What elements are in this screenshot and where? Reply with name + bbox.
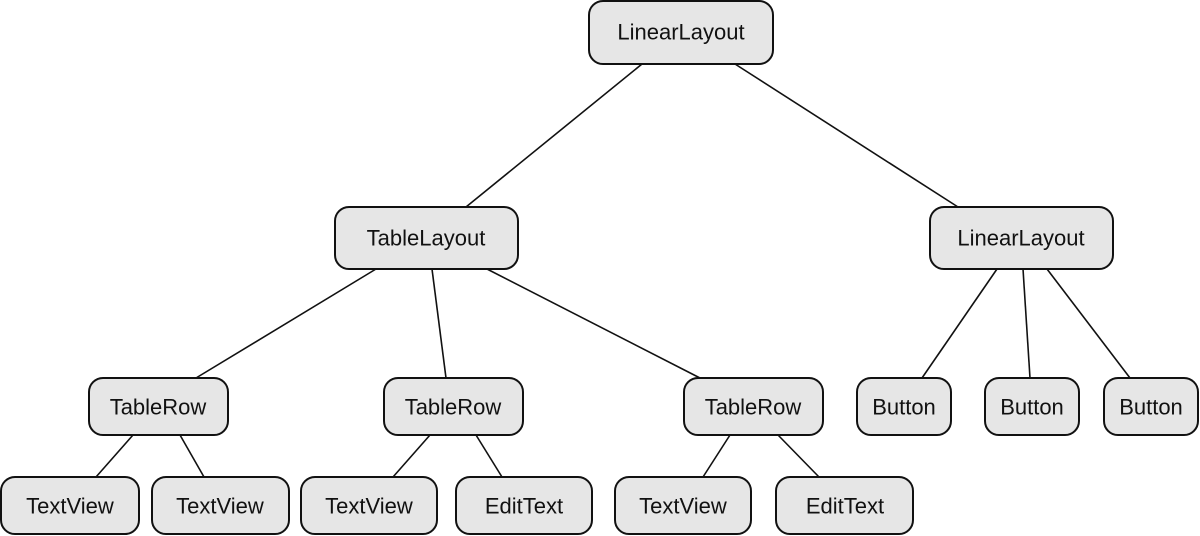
- edge-tablelayout-row1: [195, 268, 377, 379]
- node-label: TextView: [176, 494, 264, 519]
- edge-buttonlayout-button1: [921, 268, 998, 379]
- node-label: TableLayout: [367, 226, 486, 251]
- edge-buttonlayout-button3: [1046, 268, 1131, 379]
- node-button-1: Button: [856, 377, 952, 436]
- edge-root-buttonlayout: [734, 63, 959, 208]
- node-tablerow-3: TableRow: [683, 377, 824, 436]
- node-root-linearlayout: LinearLayout: [588, 0, 774, 65]
- edge-row1-child2: [179, 434, 205, 478]
- edge-root-tablelayout: [465, 63, 643, 208]
- node-label: Button: [872, 395, 936, 420]
- node-label: EditText: [806, 494, 884, 519]
- node-label: TableRow: [110, 395, 207, 420]
- node-row3-textview: TextView: [614, 476, 752, 535]
- edge-row2-child2: [475, 434, 503, 478]
- node-tablerow-2: TableRow: [383, 377, 524, 436]
- edge-row2-child1: [392, 434, 431, 478]
- node-row1-textview-1: TextView: [0, 476, 140, 535]
- node-label: TableRow: [705, 395, 802, 420]
- node-row2-textview: TextView: [300, 476, 438, 535]
- node-row3-edittext: EditText: [775, 476, 914, 535]
- edge-tablelayout-row3: [486, 268, 701, 379]
- edge-row1-child1: [95, 434, 134, 478]
- node-label: LinearLayout: [957, 226, 1084, 251]
- tree-edges: [95, 63, 1131, 478]
- node-label: Button: [1000, 395, 1064, 420]
- node-label: TextView: [325, 494, 413, 519]
- node-label: EditText: [485, 494, 563, 519]
- edge-tablelayout-row2: [431, 268, 447, 379]
- node-row2-edittext: EditText: [455, 476, 593, 535]
- node-label: TextView: [26, 494, 114, 519]
- node-tablerow-1: TableRow: [88, 377, 229, 436]
- node-label: LinearLayout: [617, 20, 744, 45]
- node-row1-textview-2: TextView: [151, 476, 290, 535]
- edge-row3-child2: [777, 434, 820, 478]
- node-button-linearlayout: LinearLayout: [929, 206, 1114, 270]
- edge-row3-child1: [702, 434, 731, 478]
- edge-buttonlayout-button2: [1022, 268, 1031, 379]
- node-tablelayout: TableLayout: [334, 206, 519, 270]
- node-label: TableRow: [405, 395, 502, 420]
- node-button-2: Button: [984, 377, 1080, 436]
- node-button-3: Button: [1103, 377, 1199, 436]
- node-label: Button: [1119, 395, 1183, 420]
- node-label: TextView: [639, 494, 727, 519]
